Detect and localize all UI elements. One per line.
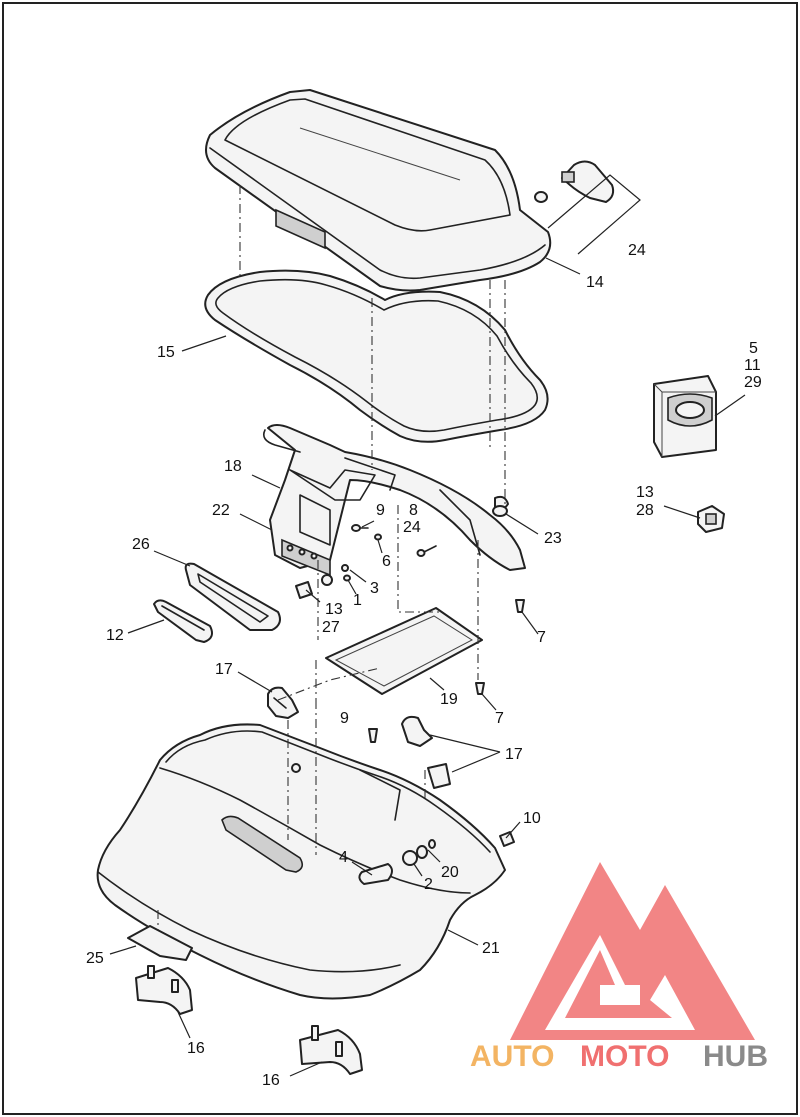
callout-4: 4: [339, 849, 348, 866]
callout-2: 2: [424, 876, 433, 893]
callout-10: 10: [523, 810, 541, 827]
callout-labels: 24 14 15 5 11 29 18 13 28 22 9 8 24 23 2…: [86, 242, 762, 1089]
callout-17-left: 17: [215, 661, 233, 678]
part-saddlebag-body: [96, 723, 506, 1000]
callout-15: 15: [157, 344, 175, 361]
callout-7-top: 7: [537, 629, 546, 646]
callout-21: 21: [482, 940, 500, 957]
leader-lines: [109, 257, 581, 1077]
callout-6: 6: [382, 553, 391, 570]
part-mount-block-left: [135, 965, 193, 1015]
logo-word-auto: AUTO: [470, 1040, 554, 1073]
callout-20: 20: [441, 864, 459, 881]
part-key: [663, 505, 725, 533]
callout-12: 12: [106, 627, 124, 644]
part-latch-bracket: [262, 424, 526, 577]
part-hardware-bracket: [295, 505, 525, 847]
callout-13-right: 13: [636, 484, 654, 501]
callout-9-bottom: 9: [340, 710, 349, 727]
callout-28: 28: [636, 502, 654, 519]
callout-16-top: 16: [187, 1040, 205, 1057]
part-hinge-bracket-right: [401, 715, 451, 789]
callout-9-top: 9: [376, 502, 385, 519]
logo-triangle: [510, 862, 755, 1040]
automotohub-logo: AUTO MOTO HUB: [470, 862, 768, 1073]
callout-1: 1: [353, 592, 362, 609]
callout-11: 11: [744, 357, 761, 374]
callout-8: 8: [409, 502, 418, 519]
callout-24-top: 24: [628, 242, 646, 259]
part-liner-plate: [325, 607, 483, 695]
part-emblem-kit: [653, 375, 746, 458]
part-latch-handle: [184, 562, 281, 631]
part-pad: [127, 925, 193, 961]
part-hinge-bracket-left: [267, 686, 299, 719]
callout-17-right: 17: [505, 746, 523, 763]
part-mount-block-right: [299, 1025, 363, 1075]
callout-22: 22: [212, 502, 230, 519]
callout-23: 23: [544, 530, 562, 547]
logo-word-moto: MOTO: [580, 1040, 669, 1073]
part-lid: [205, 89, 552, 292]
callout-5: 5: [749, 340, 758, 357]
callout-18: 18: [224, 458, 242, 475]
callout-27: 27: [322, 619, 340, 636]
callout-26: 26: [132, 536, 150, 553]
callout-29: 29: [744, 374, 762, 391]
callout-14: 14: [586, 274, 604, 291]
callout-3: 3: [370, 580, 379, 597]
callout-19: 19: [440, 691, 458, 708]
callout-24-mid: 24: [403, 519, 421, 536]
part-lock-cylinder-top: [534, 160, 641, 255]
part-handle-trim: [153, 599, 213, 643]
part-lid-gasket: [204, 269, 549, 443]
alignment-lines: [157, 185, 506, 930]
callout-16-bottom: 16: [262, 1072, 280, 1089]
logo-word-hub: HUB: [703, 1040, 768, 1073]
callout-7-bottom: 7: [495, 710, 504, 727]
callout-13-left: 13: [325, 601, 343, 618]
callout-25: 25: [86, 950, 104, 967]
